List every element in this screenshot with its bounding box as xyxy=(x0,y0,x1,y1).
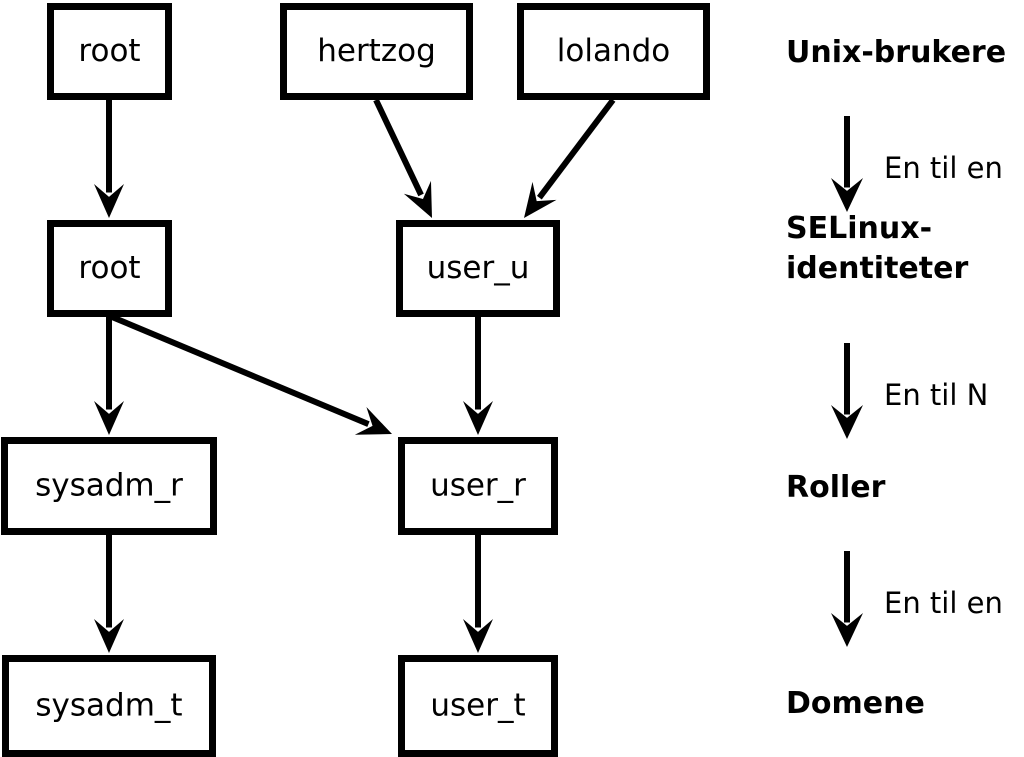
node-label: root xyxy=(78,250,140,286)
node-box[interactable] xyxy=(398,437,558,535)
legend-layer-label-line: Roller xyxy=(786,470,886,505)
legend-layer-label-line: Domene xyxy=(786,686,925,721)
legend-arrow-head-icon xyxy=(831,613,863,647)
legend-relation-2: En til N xyxy=(831,343,988,439)
legend-arrow-head-icon xyxy=(831,405,863,439)
edge-line xyxy=(373,98,424,197)
node-label: lolando xyxy=(557,33,670,69)
node-label: sysadm_t xyxy=(35,688,182,724)
legend-domene: Domene xyxy=(786,686,925,721)
node-unix_lolando[interactable]: lolando xyxy=(517,3,710,100)
node-box[interactable] xyxy=(2,655,216,757)
node-label: user_t xyxy=(430,688,525,724)
node-box[interactable] xyxy=(47,220,172,317)
node-box[interactable] xyxy=(47,3,172,100)
edge-sel_root-to-role_user xyxy=(110,314,392,435)
node-role_sysadm[interactable]: sysadm_r xyxy=(1,437,217,535)
node-label: sysadm_r xyxy=(35,468,183,504)
legend-unix: Unix-brukere xyxy=(786,35,1006,70)
node-label: user_u xyxy=(427,250,530,286)
legend-relation-label: En til N xyxy=(884,378,988,412)
edge-role_sysadm-to-dom_sysadm xyxy=(94,535,124,653)
node-box[interactable] xyxy=(1,437,217,535)
legend-relation-1: En til en xyxy=(831,116,1003,212)
edge-unix_lolando-to-sel_user_u xyxy=(524,98,616,218)
edge-sel_root-to-role_sysadm xyxy=(94,317,124,435)
legend-layer-label-line: identiteter xyxy=(786,251,968,286)
edge-unix_hertzog-to-sel_user_u xyxy=(373,98,432,218)
edge-line xyxy=(536,98,616,200)
legend-roller: Roller xyxy=(786,470,886,505)
arrow-head-icon xyxy=(524,181,557,218)
legend-relation-label: En til en xyxy=(884,586,1003,620)
node-box[interactable] xyxy=(517,3,710,100)
edge-role_user-to-dom_user xyxy=(463,535,493,653)
node-unix_root[interactable]: root xyxy=(47,3,172,100)
legend-relation-3: En til en xyxy=(831,551,1003,647)
arrow-head-icon xyxy=(463,401,493,435)
arrow-head-icon xyxy=(403,180,432,218)
node-box[interactable] xyxy=(280,3,473,100)
node-unix_hertzog[interactable]: hertzog xyxy=(280,3,473,100)
node-label: hertzog xyxy=(317,33,436,69)
arrow-head-icon xyxy=(94,184,124,218)
arrow-head-icon xyxy=(354,407,392,435)
edges-layer xyxy=(94,98,616,653)
legend-selinux: SELinux-identiteter xyxy=(786,211,968,286)
arrow-head-icon xyxy=(463,619,493,653)
legend-arrow-head-icon xyxy=(831,178,863,212)
arrow-head-icon xyxy=(94,401,124,435)
node-sel_root[interactable]: root xyxy=(47,220,172,317)
node-dom_user[interactable]: user_t xyxy=(398,655,558,757)
edge-unix_root-to-sel_root xyxy=(94,100,124,218)
legend-layer-label-line: SELinux- xyxy=(786,211,932,246)
node-dom_sysadm[interactable]: sysadm_t xyxy=(2,655,216,757)
legend-layer-label-line: Unix-brukere xyxy=(786,35,1006,70)
node-sel_user_u[interactable]: user_u xyxy=(396,220,560,317)
node-label: user_r xyxy=(430,468,526,504)
node-box[interactable] xyxy=(396,220,560,317)
legend-relation-label: En til en xyxy=(884,151,1003,185)
edge-line xyxy=(110,314,370,427)
node-label: root xyxy=(78,33,140,69)
legend-layer: En til en En til N En til en Unix-brukereSE… xyxy=(786,35,1006,721)
node-role_user[interactable]: user_r xyxy=(398,437,558,535)
edge-sel_user_u-to-role_user xyxy=(463,317,493,435)
arrow-head-icon xyxy=(94,619,124,653)
node-box[interactable] xyxy=(398,655,558,757)
